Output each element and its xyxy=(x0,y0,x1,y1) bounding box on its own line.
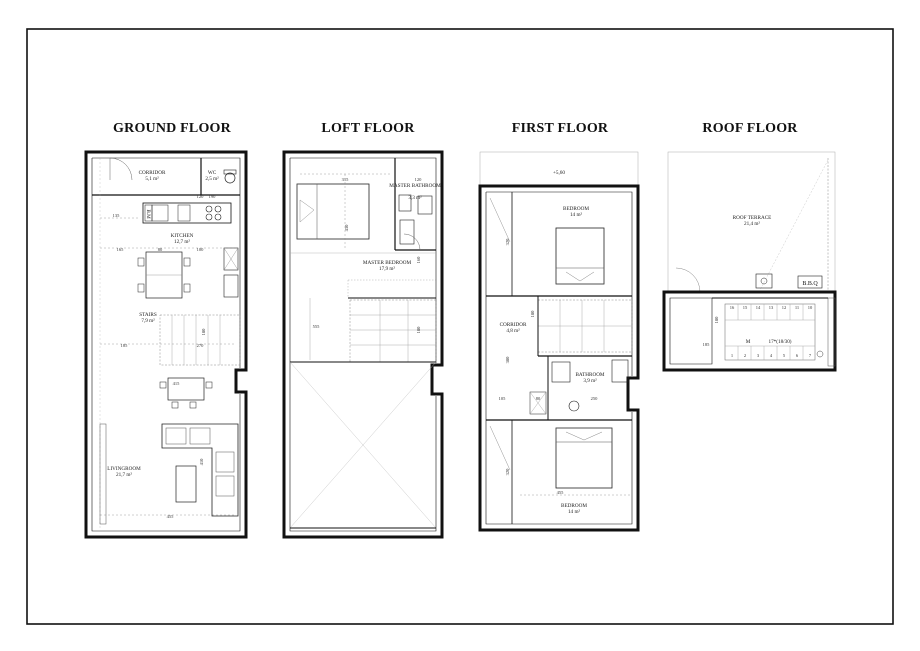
level-mark: +5,60 xyxy=(553,170,565,176)
step-16: 16 xyxy=(730,305,735,310)
kitchen-area: 12,7 m² xyxy=(174,239,190,245)
bathroom-area: 3,9 m² xyxy=(583,378,597,384)
dim-100: 100 xyxy=(197,247,205,252)
bedroom-1-label: BEDROOM xyxy=(563,206,589,212)
master-bathroom-area: 3,3 m² xyxy=(408,195,422,201)
dim-180-first: 180 xyxy=(530,310,535,318)
dim-120-loft: 120 xyxy=(415,177,423,182)
master-bedroom-area: 17,9 m² xyxy=(379,266,395,272)
roof-floor-plan: ROOF TERRACE 21,4 m² B.B.Q 17*(18/30) M … xyxy=(662,151,837,372)
step-15: 15 xyxy=(743,305,748,310)
dim-105: 105 xyxy=(499,396,507,401)
dim-180-loft: 180 xyxy=(416,326,421,334)
loft-floor-plan: MASTER BATHROOM 3,3 m² MASTER BEDROOM 17… xyxy=(282,150,444,539)
step-11: 11 xyxy=(795,305,799,310)
loft-floor-title: LOFT FLOOR xyxy=(321,121,415,136)
dim-180-roof: 180 xyxy=(714,316,719,324)
kitchen-label: KITCHEN xyxy=(171,233,194,239)
roof-floor-title: ROOF FLOOR xyxy=(702,121,798,136)
dim-410: 410 xyxy=(199,458,204,466)
corridor-area: 5,1 m² xyxy=(145,176,159,182)
first-floor-title: FIRST FLOOR xyxy=(511,121,609,136)
dim-80: 80 xyxy=(158,247,163,252)
livingroom-label: LIVINGROOM xyxy=(107,466,141,472)
dim-455-first: 455 xyxy=(557,490,565,495)
first-floor-plan: +5,60 BEDROOM 14 m² CORRIDOR 4,8 m² BATH… xyxy=(478,151,640,532)
master-bathroom-label: MASTER BATHROOM xyxy=(389,183,441,189)
dim-165: 165 xyxy=(117,247,125,252)
dim-320-b: 320 xyxy=(505,468,510,476)
corridor-first-label: CORRIDOR xyxy=(500,322,527,328)
bbq-label: B.B.Q xyxy=(802,281,818,287)
livingroom-area: 21,7 m² xyxy=(116,472,132,478)
dim-430: 430 xyxy=(344,224,349,232)
dim-380: 380 xyxy=(505,356,510,364)
dim-455: 455 xyxy=(167,514,175,519)
dim-250: 250 xyxy=(591,396,599,401)
dim-315: 315 xyxy=(342,177,350,182)
dim-415: 415 xyxy=(173,381,181,386)
step-5: 5 xyxy=(783,353,786,358)
step-2: 2 xyxy=(744,353,746,358)
bedroom-1-area: 14 m² xyxy=(570,212,583,218)
bedroom-2-label: BEDROOM xyxy=(561,503,587,509)
step-14: 14 xyxy=(756,305,761,310)
sheet-border xyxy=(26,28,894,625)
dim-160: 160 xyxy=(416,256,421,264)
bedroom-2-area: 14 m² xyxy=(568,509,581,515)
dim-185: 185 xyxy=(121,343,129,348)
roof-terrace-label: ROOF TERRACE xyxy=(733,215,772,221)
corridor-label: CORRIDOR xyxy=(139,170,166,176)
step-7: 7 xyxy=(809,353,812,358)
stairs-label: STAIRS xyxy=(139,312,157,318)
dim-80-first: 80 xyxy=(536,396,541,401)
stairs-area: 7,9 m² xyxy=(141,318,155,324)
dim-270: 270 xyxy=(197,343,205,348)
wc-area: 2,5 m² xyxy=(205,176,219,182)
ground-floor-plan: CORRIDOR 5,1 m² WC 2,5 m² KITCHEN 12,7 m… xyxy=(84,150,248,539)
step-1: 1 xyxy=(731,353,733,358)
step-13: 13 xyxy=(769,305,774,310)
bathroom-label: BATHROOM xyxy=(575,372,604,378)
roof-terrace-area: 21,4 m² xyxy=(744,221,760,227)
dim-555: 555 xyxy=(313,324,321,329)
step-6: 6 xyxy=(796,353,799,358)
stair-note: 17*(18/30) xyxy=(768,338,791,345)
dim-185-roof: 185 xyxy=(703,342,711,347)
dim-120: 120 xyxy=(197,194,205,199)
step-3: 3 xyxy=(757,353,760,358)
stair-m: M xyxy=(746,339,751,345)
ground-floor-title: GROUND FLOOR xyxy=(113,121,231,136)
dim-135: 135 xyxy=(113,213,121,218)
step-4: 4 xyxy=(770,353,773,358)
dim-180: 180 xyxy=(201,328,206,336)
dim-190: 190 xyxy=(209,194,217,199)
corridor-first-area: 4,8 m² xyxy=(506,328,520,334)
step-10: 10 xyxy=(808,305,813,310)
master-bedroom-label: MASTER BEDROOM xyxy=(363,260,412,266)
bm-label: B.M xyxy=(145,209,151,219)
dim-320-a: 320 xyxy=(505,238,510,246)
wc-label: WC xyxy=(208,170,217,176)
step-12: 12 xyxy=(782,305,787,310)
